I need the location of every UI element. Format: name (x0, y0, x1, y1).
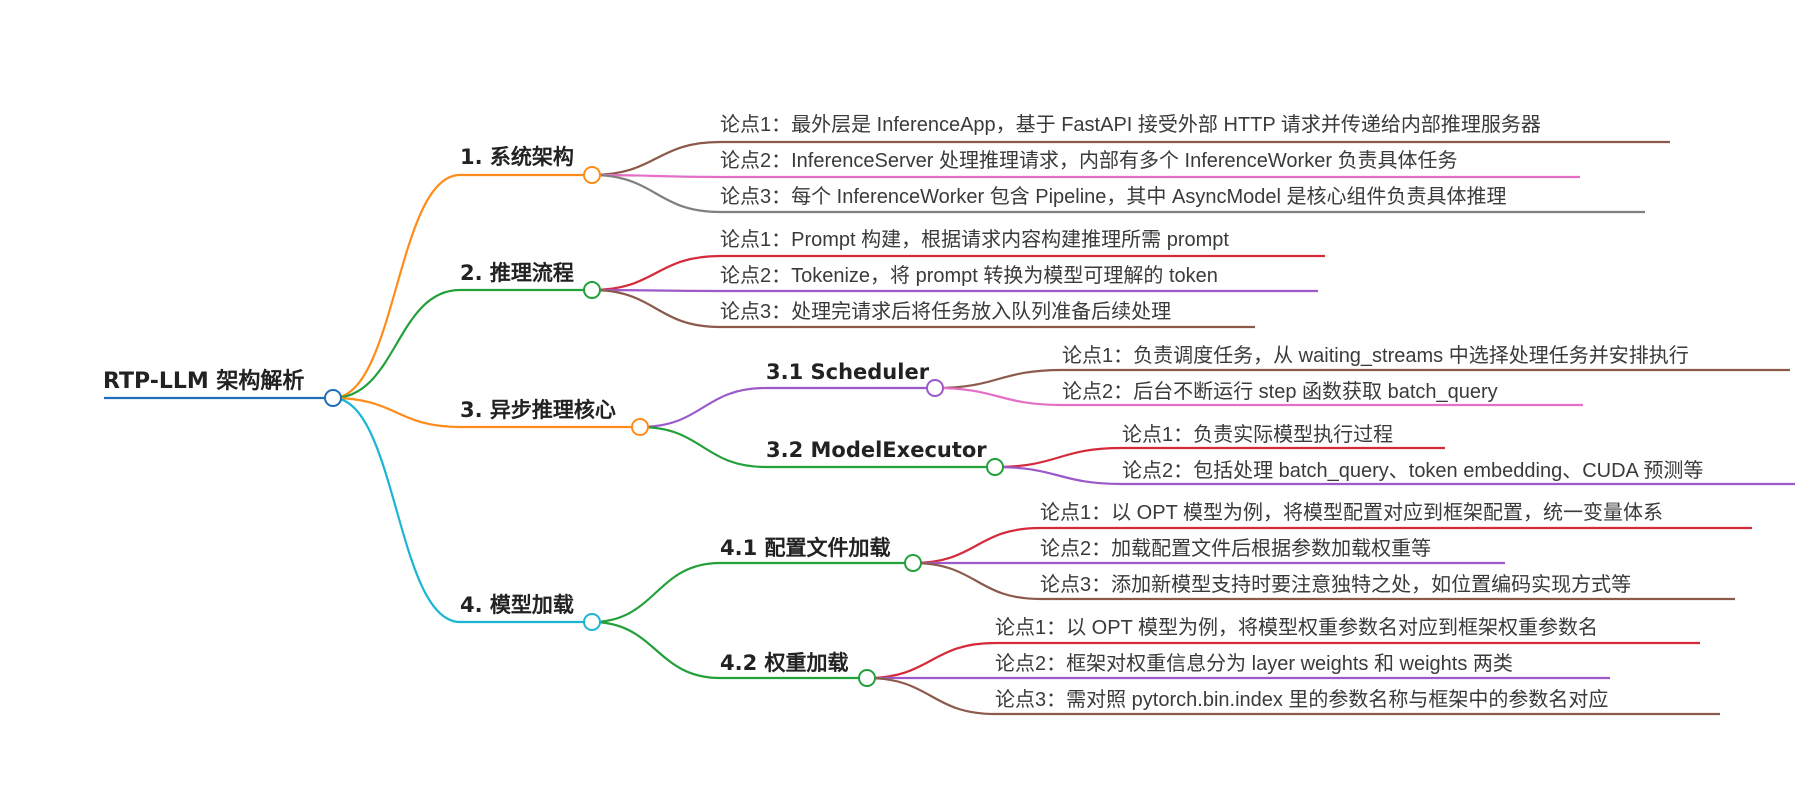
connector-root-section-4 (332, 396, 461, 624)
point-3-2-2[interactable]: 论点2：包括处理 batch_query、token embedding、CUD… (1122, 460, 1704, 482)
connector-root-section-2 (332, 288, 461, 400)
point-1-1[interactable]: 论点1：最外层是 InferenceApp，基于 FastAPI 接受外部 HT… (720, 114, 1541, 136)
point-2-2[interactable]: 论点2：Tokenize，将 prompt 转换为模型可理解的 token (720, 265, 1218, 287)
connector-2-3 (591, 288, 721, 329)
section-4-node (583, 613, 601, 631)
point-1-2[interactable]: 论点2：InferenceServer 处理推理请求，内部有多个 Inferen… (720, 150, 1458, 172)
subsection-3-1-topic[interactable]: 3.1 Scheduler (766, 360, 930, 384)
section-4-topic[interactable]: 4. 模型加载 (460, 593, 574, 617)
point-4-2-2[interactable]: 论点2：框架对权重信息分为 layer weights 和 weights 两类 (995, 653, 1513, 675)
point-4-2-1[interactable]: 论点1：以 OPT 模型为例，将模型权重参数名对应到框架权重参数名 (995, 617, 1598, 639)
connector-1-1 (591, 140, 721, 177)
point-1-3[interactable]: 论点3：每个 InferenceWorker 包含 Pipeline，其中 As… (720, 186, 1507, 208)
connector-4-1-3 (912, 561, 1041, 601)
connector-root-section-3 (332, 396, 461, 429)
point-4-1-1[interactable]: 论点1：以 OPT 模型为例，将模型配置对应到框架配置，统一变量体系 (1040, 502, 1663, 524)
subsection-4-1-node (904, 554, 922, 572)
connector-3-1-1 (934, 368, 1063, 390)
subsection-4-2-node (858, 669, 876, 687)
section-1-node (583, 166, 601, 184)
connector-3-sub-1 (639, 386, 767, 429)
connector-4-sub-1 (591, 561, 721, 624)
point-4-1-3[interactable]: 论点3：添加新模型支持时要注意独特之处，如位置编码实现方式等 (1040, 574, 1632, 596)
subsection-3-2-node (986, 458, 1004, 476)
point-4-1-2[interactable]: 论点2：加载配置文件后根据参数加载权重等 (1040, 538, 1432, 560)
point-3-1-2[interactable]: 论点2：后台不断运行 step 函数获取 batch_query (1062, 381, 1498, 403)
connector-1-3 (591, 173, 721, 214)
connector-4-1-1 (912, 526, 1041, 565)
point-3-1-1[interactable]: 论点1：负责调度任务，从 waiting_streams 中选择处理任务并安排执… (1062, 345, 1689, 367)
connector-3-2-2 (994, 465, 1123, 486)
point-4-2-3[interactable]: 论点3：需对照 pytorch.bin.index 里的参数名称与框架中的参数名… (995, 689, 1609, 711)
connector-4-2-3 (866, 676, 996, 716)
section-2-topic[interactable]: 2. 推理流程 (460, 261, 574, 285)
connector-3-sub-2 (639, 425, 767, 469)
point-3-2-1[interactable]: 论点1：负责实际模型执行过程 (1122, 424, 1394, 446)
subsection-3-2-topic[interactable]: 3.2 ModelExecutor (766, 438, 987, 462)
connector-2-2 (591, 288, 721, 293)
root-topic[interactable]: RTP-LLM 架构解析 (103, 369, 305, 394)
section-2-node (583, 281, 601, 299)
connector-2-1 (591, 254, 721, 292)
section-1-topic[interactable]: 1. 系统架构 (460, 145, 574, 169)
connector-4-sub-2 (591, 620, 721, 680)
connector-root-section-1 (332, 173, 461, 400)
point-2-3[interactable]: 论点3：处理完请求后将任务放入队列准备后续处理 (720, 301, 1172, 323)
section-3-topic[interactable]: 3. 异步推理核心 (460, 398, 616, 422)
section-3-node (631, 418, 649, 436)
connector-3-1-2 (934, 386, 1063, 407)
connector-4-2-1 (866, 641, 996, 680)
subsection-4-2-topic[interactable]: 4.2 权重加载 (720, 651, 849, 675)
subsection-4-1-topic[interactable]: 4.1 配置文件加载 (720, 536, 891, 560)
root-node (324, 389, 342, 407)
subsection-3-1-node (926, 379, 944, 397)
point-2-1[interactable]: 论点1：Prompt 构建，根据请求内容构建推理所需 prompt (720, 229, 1229, 251)
connector-3-2-1 (994, 446, 1123, 469)
connector-1-2 (591, 173, 721, 179)
